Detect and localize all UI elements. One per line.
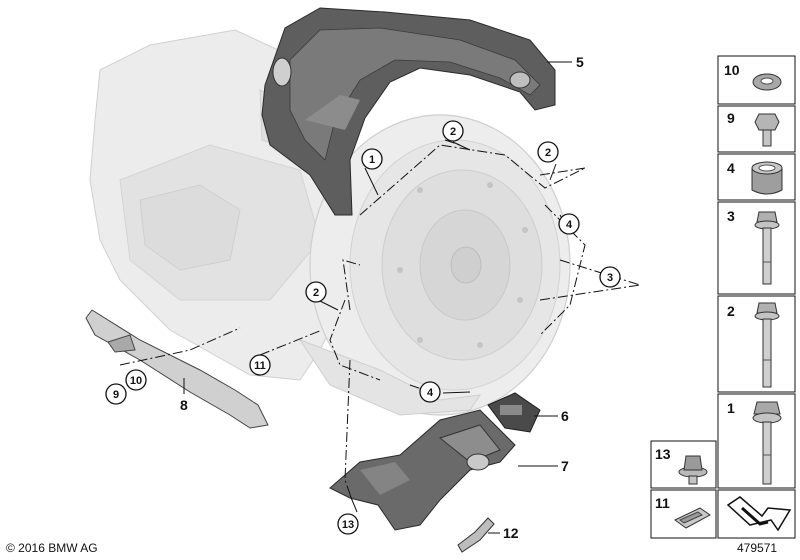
svg-text:10: 10	[130, 375, 142, 387]
part-8-bracket-strip	[85, 309, 269, 429]
copyright-text: © 2016 BMW AG	[6, 541, 98, 555]
svg-text:9: 9	[113, 389, 119, 401]
panel-number-11: 11	[655, 495, 670, 511]
callout-9: 9	[105, 383, 127, 405]
panel-number-2: 2	[727, 303, 735, 319]
long-bolt-1-icon	[752, 401, 782, 485]
callout-13: 13	[337, 513, 359, 535]
label-8: 8	[180, 397, 188, 413]
svg-text:1: 1	[369, 154, 375, 166]
long-bolt-2-icon	[754, 302, 780, 388]
label-5: 5	[576, 54, 584, 70]
hex-bolt-short-icon	[754, 113, 780, 147]
svg-text:4: 4	[427, 387, 434, 399]
svg-text:4: 4	[566, 219, 573, 231]
callout-4-right: 4	[558, 213, 580, 235]
part-7-underbody-shield	[329, 409, 516, 531]
panel-number-10: 10	[724, 62, 740, 78]
svg-text:2: 2	[450, 126, 456, 138]
callout-11: 11	[249, 354, 271, 376]
panel-number-13: 13	[655, 446, 671, 462]
callout-4-bottom: 4	[419, 381, 441, 403]
label-12: 12	[503, 525, 519, 541]
svg-text:13: 13	[342, 519, 354, 531]
svg-text:3: 3	[607, 272, 613, 284]
svg-text:2: 2	[313, 287, 319, 299]
callout-2-right: 2	[537, 141, 559, 163]
callout-1: 1	[361, 148, 383, 170]
panel-number-4: 4	[727, 160, 735, 176]
callout-2-top: 2	[442, 120, 464, 142]
panel-number-3: 3	[727, 208, 735, 224]
label-7: 7	[561, 458, 569, 474]
callout-10: 10	[125, 369, 147, 391]
transmission-housing	[89, 29, 571, 416]
callout-3: 3	[599, 266, 621, 288]
panel-number-9: 9	[727, 110, 735, 126]
label-6: 6	[561, 408, 569, 424]
clip-nut-icon	[674, 507, 711, 529]
washer-icon	[752, 73, 782, 91]
parts-panel	[650, 55, 796, 539]
part-12-clip	[457, 517, 495, 553]
long-bolt-3-icon	[754, 211, 780, 285]
callout-2-left: 2	[305, 281, 327, 303]
arrow-symbol-icon	[726, 496, 792, 532]
panel-number-1: 1	[727, 400, 735, 416]
bushing-sleeve-icon	[751, 161, 783, 195]
expansion-rivet-icon	[678, 455, 708, 485]
part-5-heat-shield	[261, 7, 556, 216]
svg-text:2: 2	[545, 147, 551, 159]
svg-text:11: 11	[254, 360, 266, 372]
document-id: 479571	[737, 541, 778, 555]
part-6-bracket	[487, 392, 541, 433]
